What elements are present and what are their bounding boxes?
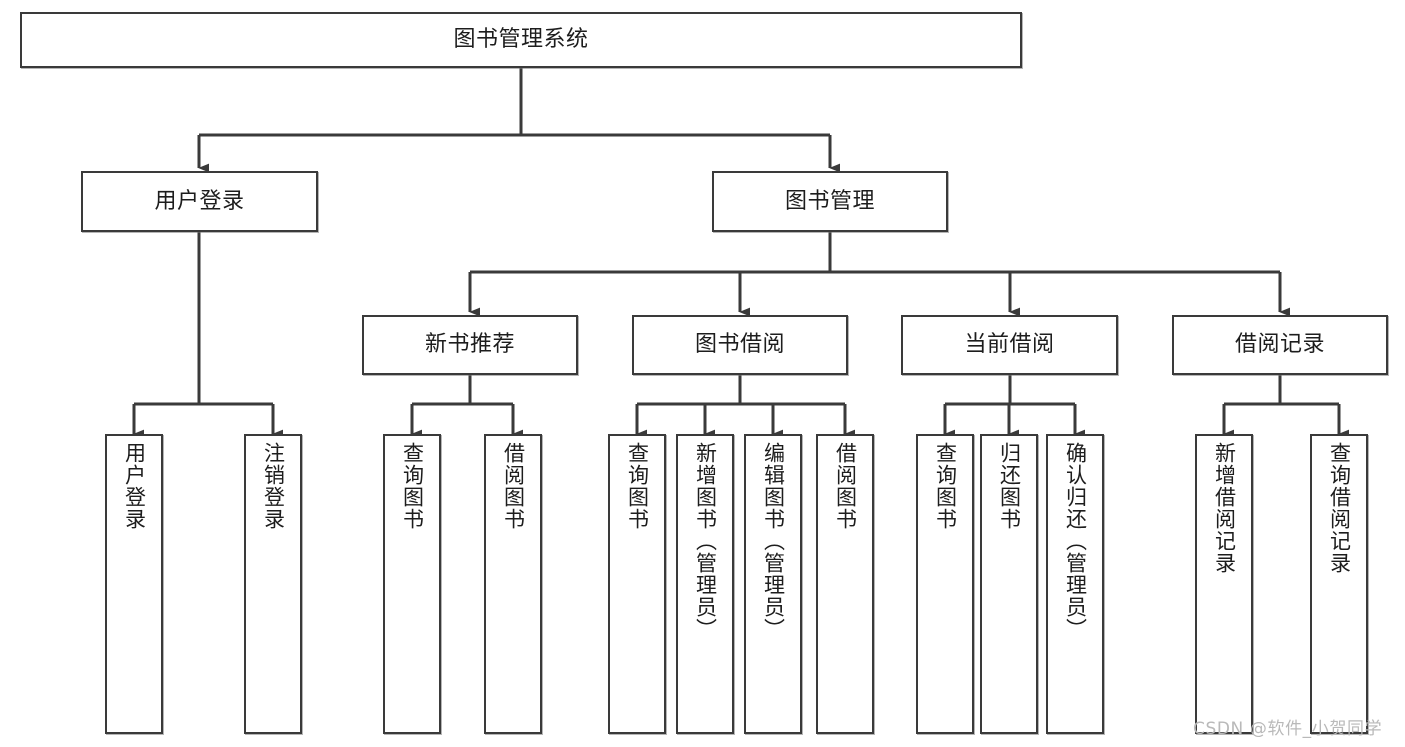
node-root-label: 图书管理系统	[453, 27, 589, 53]
node-book-borrow-label: 图书借阅	[694, 332, 785, 358]
node-leaf-borrow-book-2-label: 借阅图书	[833, 442, 858, 530]
node-user-login-label: 用户登录	[154, 188, 245, 214]
node-new-book-rec-label: 新书推荐	[424, 332, 515, 358]
node-book-manage-label: 图书管理	[784, 188, 875, 214]
node-leaf-borrow-book-2[interactable]: 借阅图书	[816, 434, 874, 734]
node-leaf-confirm-return[interactable]: 确认归还（管理员）	[1046, 434, 1104, 734]
node-leaf-query-book-2[interactable]: 查询图书	[608, 434, 666, 734]
node-leaf-query-book-3[interactable]: 查询图书	[916, 434, 974, 734]
node-book-manage[interactable]: 图书管理	[712, 171, 948, 232]
node-leaf-logout[interactable]: 注销登录	[244, 434, 302, 734]
node-borrow-record-label: 借阅记录	[1234, 332, 1325, 358]
node-leaf-user-login[interactable]: 用户登录	[105, 434, 163, 734]
node-leaf-query-record-label: 查询借阅记录	[1327, 442, 1352, 574]
csdn-watermark: CSDN @软件_小贺同学	[1193, 719, 1383, 739]
node-leaf-edit-book-label: 编辑图书（管理员）	[761, 442, 786, 640]
node-leaf-user-login-label: 用户登录	[122, 442, 147, 530]
node-leaf-return-book[interactable]: 归还图书	[980, 434, 1038, 734]
node-root[interactable]: 图书管理系统	[20, 12, 1022, 68]
node-leaf-query-book-2-label: 查询图书	[625, 442, 650, 530]
node-borrow-record[interactable]: 借阅记录	[1172, 315, 1388, 375]
node-book-borrow[interactable]: 图书借阅	[632, 315, 848, 375]
node-leaf-borrow-book-1[interactable]: 借阅图书	[484, 434, 542, 734]
node-leaf-query-record[interactable]: 查询借阅记录	[1310, 434, 1368, 734]
node-current-borrow-label: 当前借阅	[964, 332, 1055, 358]
node-leaf-query-book-3-label: 查询图书	[933, 442, 958, 530]
node-leaf-add-record[interactable]: 新增借阅记录	[1195, 434, 1253, 734]
node-user-login[interactable]: 用户登录	[81, 171, 318, 232]
node-leaf-add-book[interactable]: 新增图书（管理员）	[676, 434, 734, 734]
node-leaf-add-book-label: 新增图书（管理员）	[693, 442, 718, 640]
node-leaf-borrow-book-1-label: 借阅图书	[501, 442, 526, 530]
node-leaf-query-book-1-label: 查询图书	[400, 442, 425, 530]
node-leaf-confirm-return-label: 确认归还（管理员）	[1063, 442, 1088, 640]
node-leaf-return-book-label: 归还图书	[997, 442, 1022, 530]
node-new-book-rec[interactable]: 新书推荐	[362, 315, 578, 375]
node-leaf-logout-label: 注销登录	[261, 442, 286, 530]
node-leaf-edit-book[interactable]: 编辑图书（管理员）	[744, 434, 802, 734]
node-leaf-query-book-1[interactable]: 查询图书	[383, 434, 441, 734]
node-current-borrow[interactable]: 当前借阅	[901, 315, 1118, 375]
node-leaf-add-record-label: 新增借阅记录	[1212, 442, 1237, 574]
